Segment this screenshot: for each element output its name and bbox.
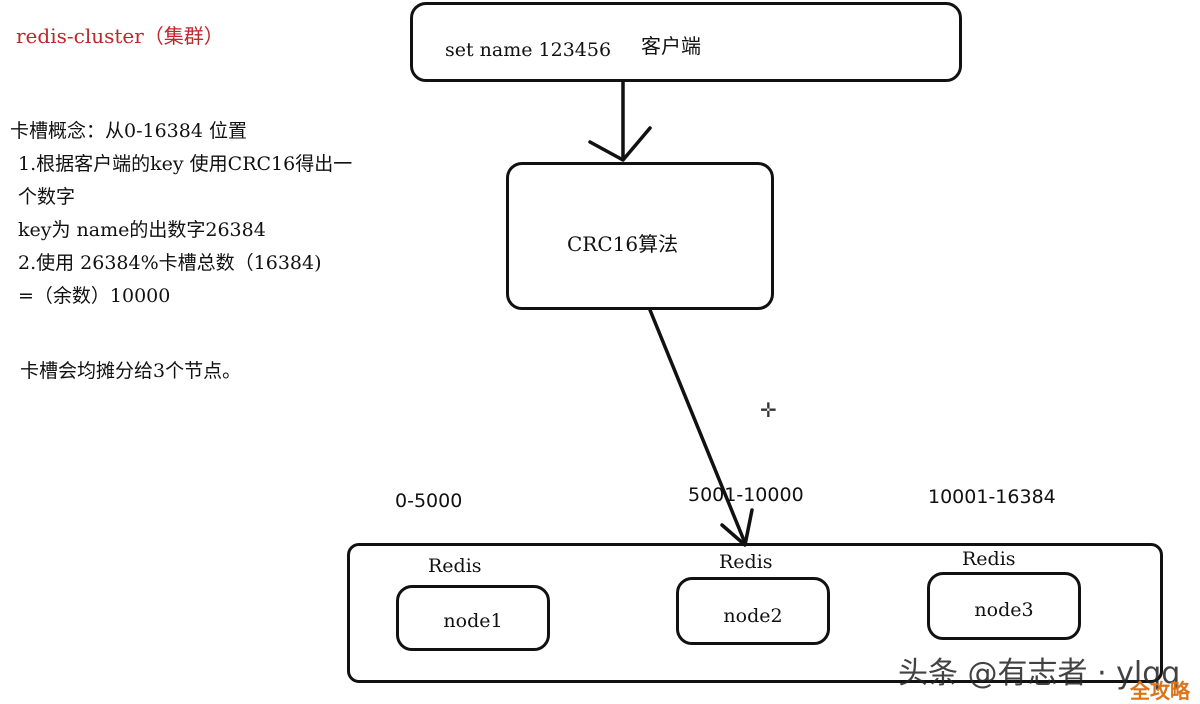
node2-box: node2 [676, 577, 830, 645]
arrowhead-crc [588, 126, 652, 162]
crc16-label: CRC16算法 [567, 232, 679, 256]
node1-header: Redis [428, 555, 482, 577]
range-node2: 5001-10000 [688, 484, 804, 506]
crc16-box: CRC16算法 [506, 162, 774, 310]
watermark-badge: 全攻略 [1130, 679, 1190, 703]
notes-step1-line1: 1.根据客户端的key 使用CRC16得出一 [18, 153, 353, 175]
range-node1: 0-5000 [395, 490, 463, 512]
node2-header: Redis [719, 551, 773, 573]
notes-step1-line2: 个数字 [18, 186, 76, 208]
node1-label: node1 [443, 610, 503, 632]
diagram-title: redis-cluster（集群） [16, 24, 224, 48]
node3-box: node3 [927, 572, 1081, 640]
range-node3: 10001-16384 [928, 486, 1056, 508]
node2-label: node2 [723, 605, 783, 627]
slot-notes: 卡槽概念：从0-16384 位置 1.根据客户端的key 使用CRC16得出一 … [10, 115, 352, 388]
notes-step1-line3: key为 name的出数字26384 [18, 219, 266, 241]
notes-step2-line1: 2.使用 26384%卡槽总数（16384) [18, 252, 322, 274]
crosshair-cursor-icon: ✛ [760, 398, 777, 422]
node3-header: Redis [962, 548, 1016, 570]
watermark-text: 头条 @有志者 · ylqq [898, 656, 1181, 691]
client-command: set name 123456 [445, 39, 612, 61]
notes-heading: 卡槽概念：从0-16384 位置 [10, 120, 247, 142]
arrow-crc-to-node2 [648, 308, 747, 545]
client-label: 客户端 [641, 34, 701, 58]
node1-box: node1 [396, 585, 550, 651]
notes-step2-line2: =（余数）10000 [18, 285, 171, 307]
notes-summary: 卡槽会均摊分给3个节点。 [20, 360, 242, 382]
node3-label: node3 [974, 599, 1034, 621]
cluster-box [347, 543, 1163, 683]
client-box: set name 123456 客户端 [410, 2, 962, 82]
